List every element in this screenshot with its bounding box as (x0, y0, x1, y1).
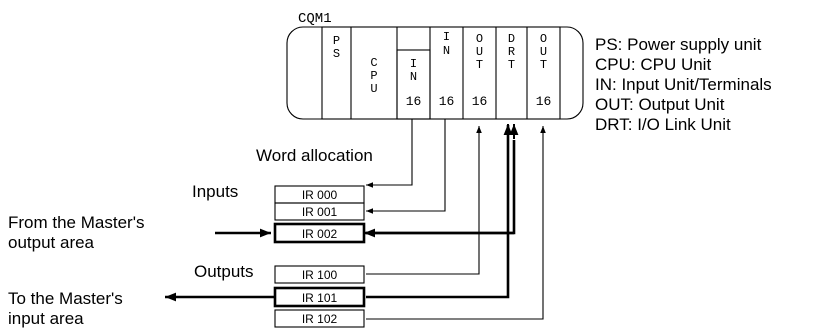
register-ir000: IR 000 (302, 188, 338, 202)
slot-drt-letter: D (508, 32, 515, 46)
register-ir100: IR 100 (302, 268, 338, 282)
register-ir102: IR 102 (302, 312, 338, 326)
output-register-table: IR 100 IR 101 IR 102 (273, 265, 366, 328)
slot-out-letter: U (476, 45, 483, 59)
arrow-ir102-to-out2 (366, 126, 546, 320)
outputs-label: Outputs (194, 262, 254, 281)
input-register-table: IR 000 IR 001 IR 002 (273, 185, 366, 244)
register-ir100-box (274, 265, 365, 284)
arrow-ir101-to-drt (366, 125, 510, 299)
slot-out2-letter: T (540, 58, 547, 72)
slot-cpu-letter: U (370, 82, 377, 96)
slot-drt-letter: R (508, 45, 515, 59)
arrow-in-to-ir001 (366, 119, 446, 214)
slot-out2-letter: U (540, 45, 547, 59)
legend-cpu: CPU: CPU Unit (595, 55, 711, 74)
slot-out-letter: O (476, 32, 483, 46)
master-output-line1: From the Master's (8, 213, 144, 232)
plc-rack (286, 26, 584, 120)
slot-ps-letter: P (333, 34, 340, 48)
slot-ps-letter: S (333, 47, 340, 61)
slot-cpu-in-points: 16 (406, 94, 422, 109)
register-ir101: IR 101 (302, 291, 338, 305)
legend-drt: DRT: I/O Link Unit (595, 115, 731, 134)
legend-in: IN: Input Unit/Terminals (595, 75, 772, 94)
legend-ps: PS: Power supply unit (595, 35, 762, 54)
slot-cpu-letter: C (370, 56, 377, 70)
inputs-label: Inputs (192, 182, 238, 201)
register-ir001: IR 001 (302, 205, 338, 219)
cpu-embedded-input-block (396, 49, 431, 120)
slot-in-points: 16 (439, 94, 455, 109)
rack-title: CQM1 (298, 11, 332, 27)
legend: PS: Power supply unit CPU: CPU Unit IN: … (595, 35, 772, 134)
connections (165, 119, 546, 320)
slot-in-letter: N (443, 44, 450, 58)
register-ir002: IR 002 (302, 227, 338, 241)
arrow-cpu-in-to-ir000 (366, 119, 413, 188)
slot-cpu-in-letter: I (410, 57, 417, 71)
master-output-line2: output area (8, 233, 95, 252)
slot-drt-letter: T (508, 58, 515, 72)
arrow-drt-to-ir002 (366, 140, 516, 235)
slot-cpu-letter: P (370, 69, 377, 83)
register-ir102-box (274, 309, 365, 328)
rack-backplane (321, 26, 561, 120)
master-input-line2: input area (8, 309, 84, 328)
slot-out2-points: 16 (536, 94, 552, 109)
slot-out-letter: T (476, 58, 483, 72)
slot-in-letter: I (443, 30, 450, 44)
master-input-line1: To the Master's (8, 289, 123, 308)
slot-out-points: 16 (472, 94, 488, 109)
legend-out: OUT: Output Unit (595, 95, 725, 114)
register-ir001-box (274, 202, 365, 221)
slot-out2-letter: O (540, 32, 547, 46)
arrow-ir100-to-out (366, 126, 482, 275)
slot-cpu-in-letter: N (410, 70, 417, 84)
word-allocation-label: Word allocation (256, 146, 373, 165)
